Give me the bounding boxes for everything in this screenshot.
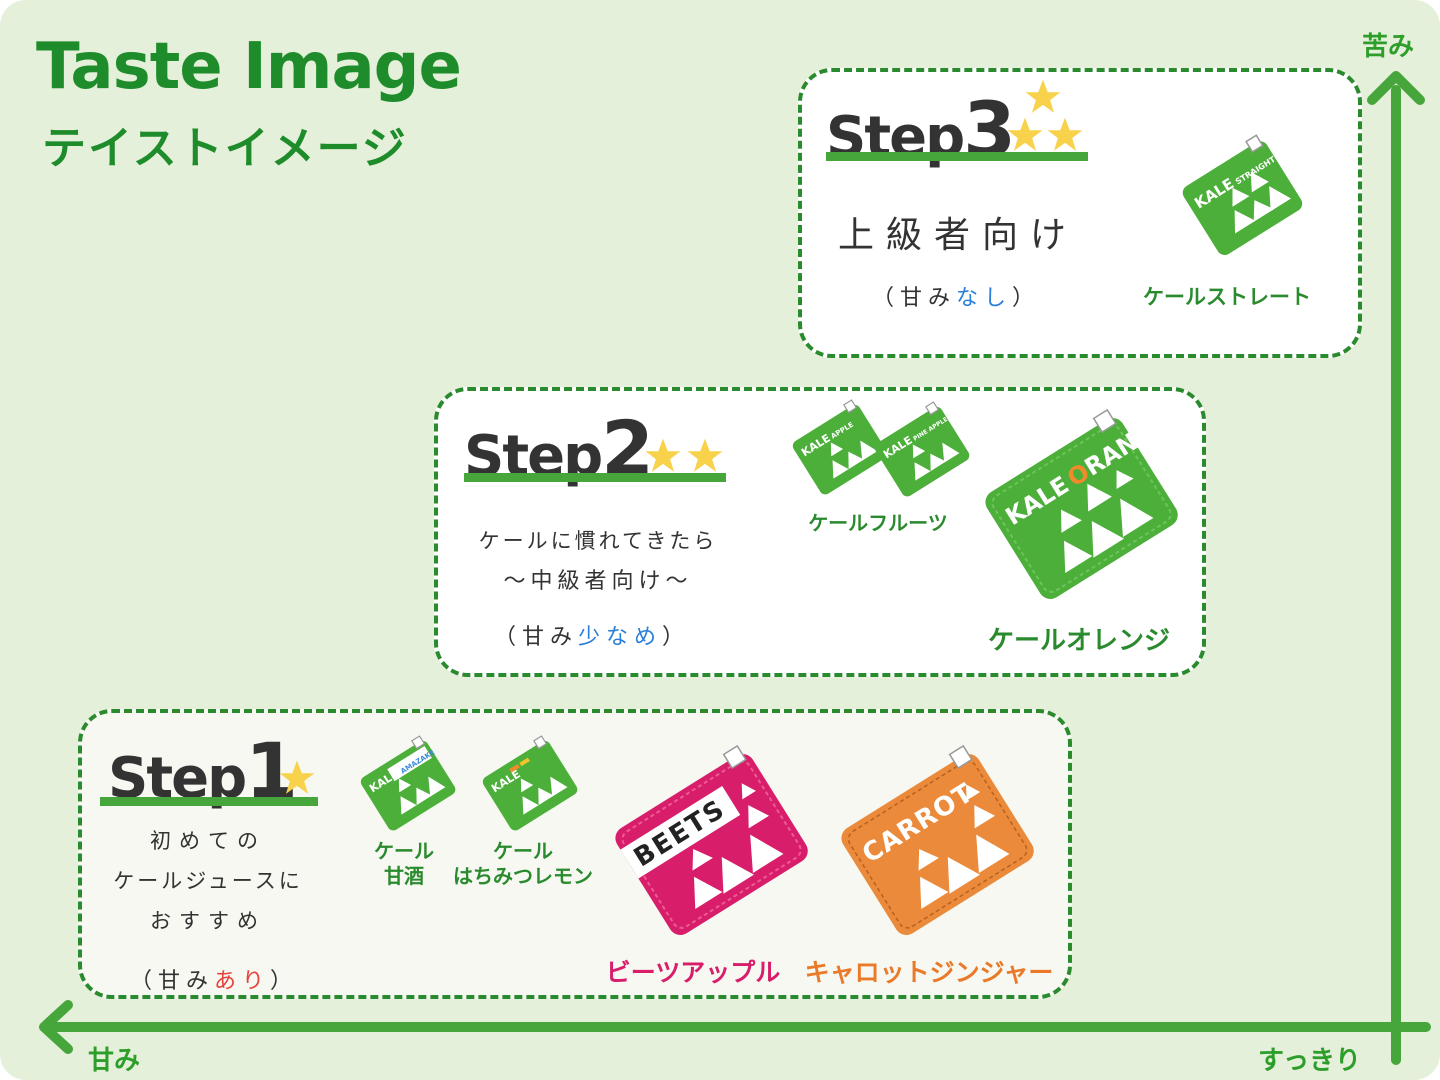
axis-label-bitter: 苦み	[1362, 32, 1415, 62]
kale-orange-pouch-image: KALEORANGE	[985, 408, 1178, 599]
page-title: Taste Image	[36, 30, 462, 104]
step2-card: Step2 ケールに慣れてきたら 〜中級者向け〜 （甘み少なめ） KALEAPP…	[434, 387, 1206, 677]
kale-pineapple-pouch-image: KALEPINE APPLE	[874, 401, 970, 497]
star-icon	[1025, 79, 1061, 113]
step3-card: Step3 上級者向け （甘みなし） KALESTRAIGHT ケールストレート	[798, 68, 1362, 358]
axis-label-refreshing: すっきり	[1258, 1046, 1361, 1076]
sweet-open: （甘み	[130, 969, 215, 994]
step2-underline	[464, 473, 726, 482]
kale-apple-pouch-image: KALEAPPLE	[792, 399, 888, 495]
step1-description-line3: おすすめ	[150, 909, 266, 933]
kale-straight-pouch-image: KALESTRAIGHT	[1182, 134, 1303, 256]
product-label-kale-orange: ケールオレンジ	[987, 626, 1170, 656]
sweet-highlight: なし	[956, 286, 1013, 311]
step1-description-line2: ケールジュースに	[113, 869, 303, 893]
sweet-close: ）	[270, 969, 299, 994]
kale-honey-lemon-pouch-image: KALE	[482, 735, 578, 831]
step2-sweetness: （甘み少なめ）	[494, 619, 690, 651]
up-arrow-icon	[1367, 71, 1425, 105]
product-label-kale-straight: ケールストレート	[1143, 285, 1311, 309]
step1-underline	[100, 797, 318, 806]
sweet-highlight: あり	[214, 969, 271, 994]
label-line: はちみつレモン	[453, 864, 593, 888]
step1-card: Step1 初めての ケールジュースに おすすめ （甘みあり） KALEAMAZ…	[78, 709, 1072, 999]
label-line: ケール	[374, 839, 434, 863]
sweet-open: （甘み	[872, 286, 957, 311]
step1-description-line1: 初めての	[150, 829, 266, 853]
sweet-close: ）	[1012, 286, 1041, 311]
axis-label-sweet: 甘み	[88, 1046, 141, 1076]
star-icon	[1047, 117, 1083, 151]
star-icon	[1007, 117, 1043, 151]
sweet-open: （甘み	[494, 625, 579, 650]
product-label-kale-honey-lemon: ケールはちみつレモン	[448, 839, 598, 889]
star-icon	[645, 438, 681, 472]
label-line: ケール	[493, 839, 553, 863]
left-arrow-icon	[39, 1000, 73, 1054]
star-icon	[687, 438, 723, 472]
kale-amazake-pouch-image: KALEAMAZAKE	[360, 735, 456, 831]
label-line: 甘酒	[384, 864, 424, 888]
product-label-kale-amazake: ケール甘酒	[344, 839, 464, 889]
step1-sweetness: （甘みあり）	[130, 963, 298, 995]
page-subtitle: テイストイメージ	[42, 123, 408, 174]
carrot-ginger-pouch-image: CARROT	[841, 744, 1034, 935]
sweet-close: ）	[662, 625, 691, 650]
step2-description-line2: 〜中級者向け〜	[503, 569, 693, 594]
sweet-highlight: 少なめ	[578, 625, 663, 650]
step3-underline	[826, 152, 1088, 161]
beets-apple-pouch-image: BEETS	[615, 744, 808, 935]
product-label-kale-fruits: ケールフルーツ	[808, 511, 948, 535]
step3-sweetness: （甘みなし）	[872, 280, 1040, 312]
product-label-beets-apple: ビーツアップル	[605, 958, 781, 987]
step2-description-line1: ケールに慣れてきたら	[478, 529, 718, 553]
product-label-carrot-ginger: キャロットジンジャー	[804, 958, 1054, 987]
step3-description: 上級者向け	[838, 215, 1079, 256]
step1-number: 1	[245, 726, 298, 815]
star-icon	[279, 760, 315, 794]
